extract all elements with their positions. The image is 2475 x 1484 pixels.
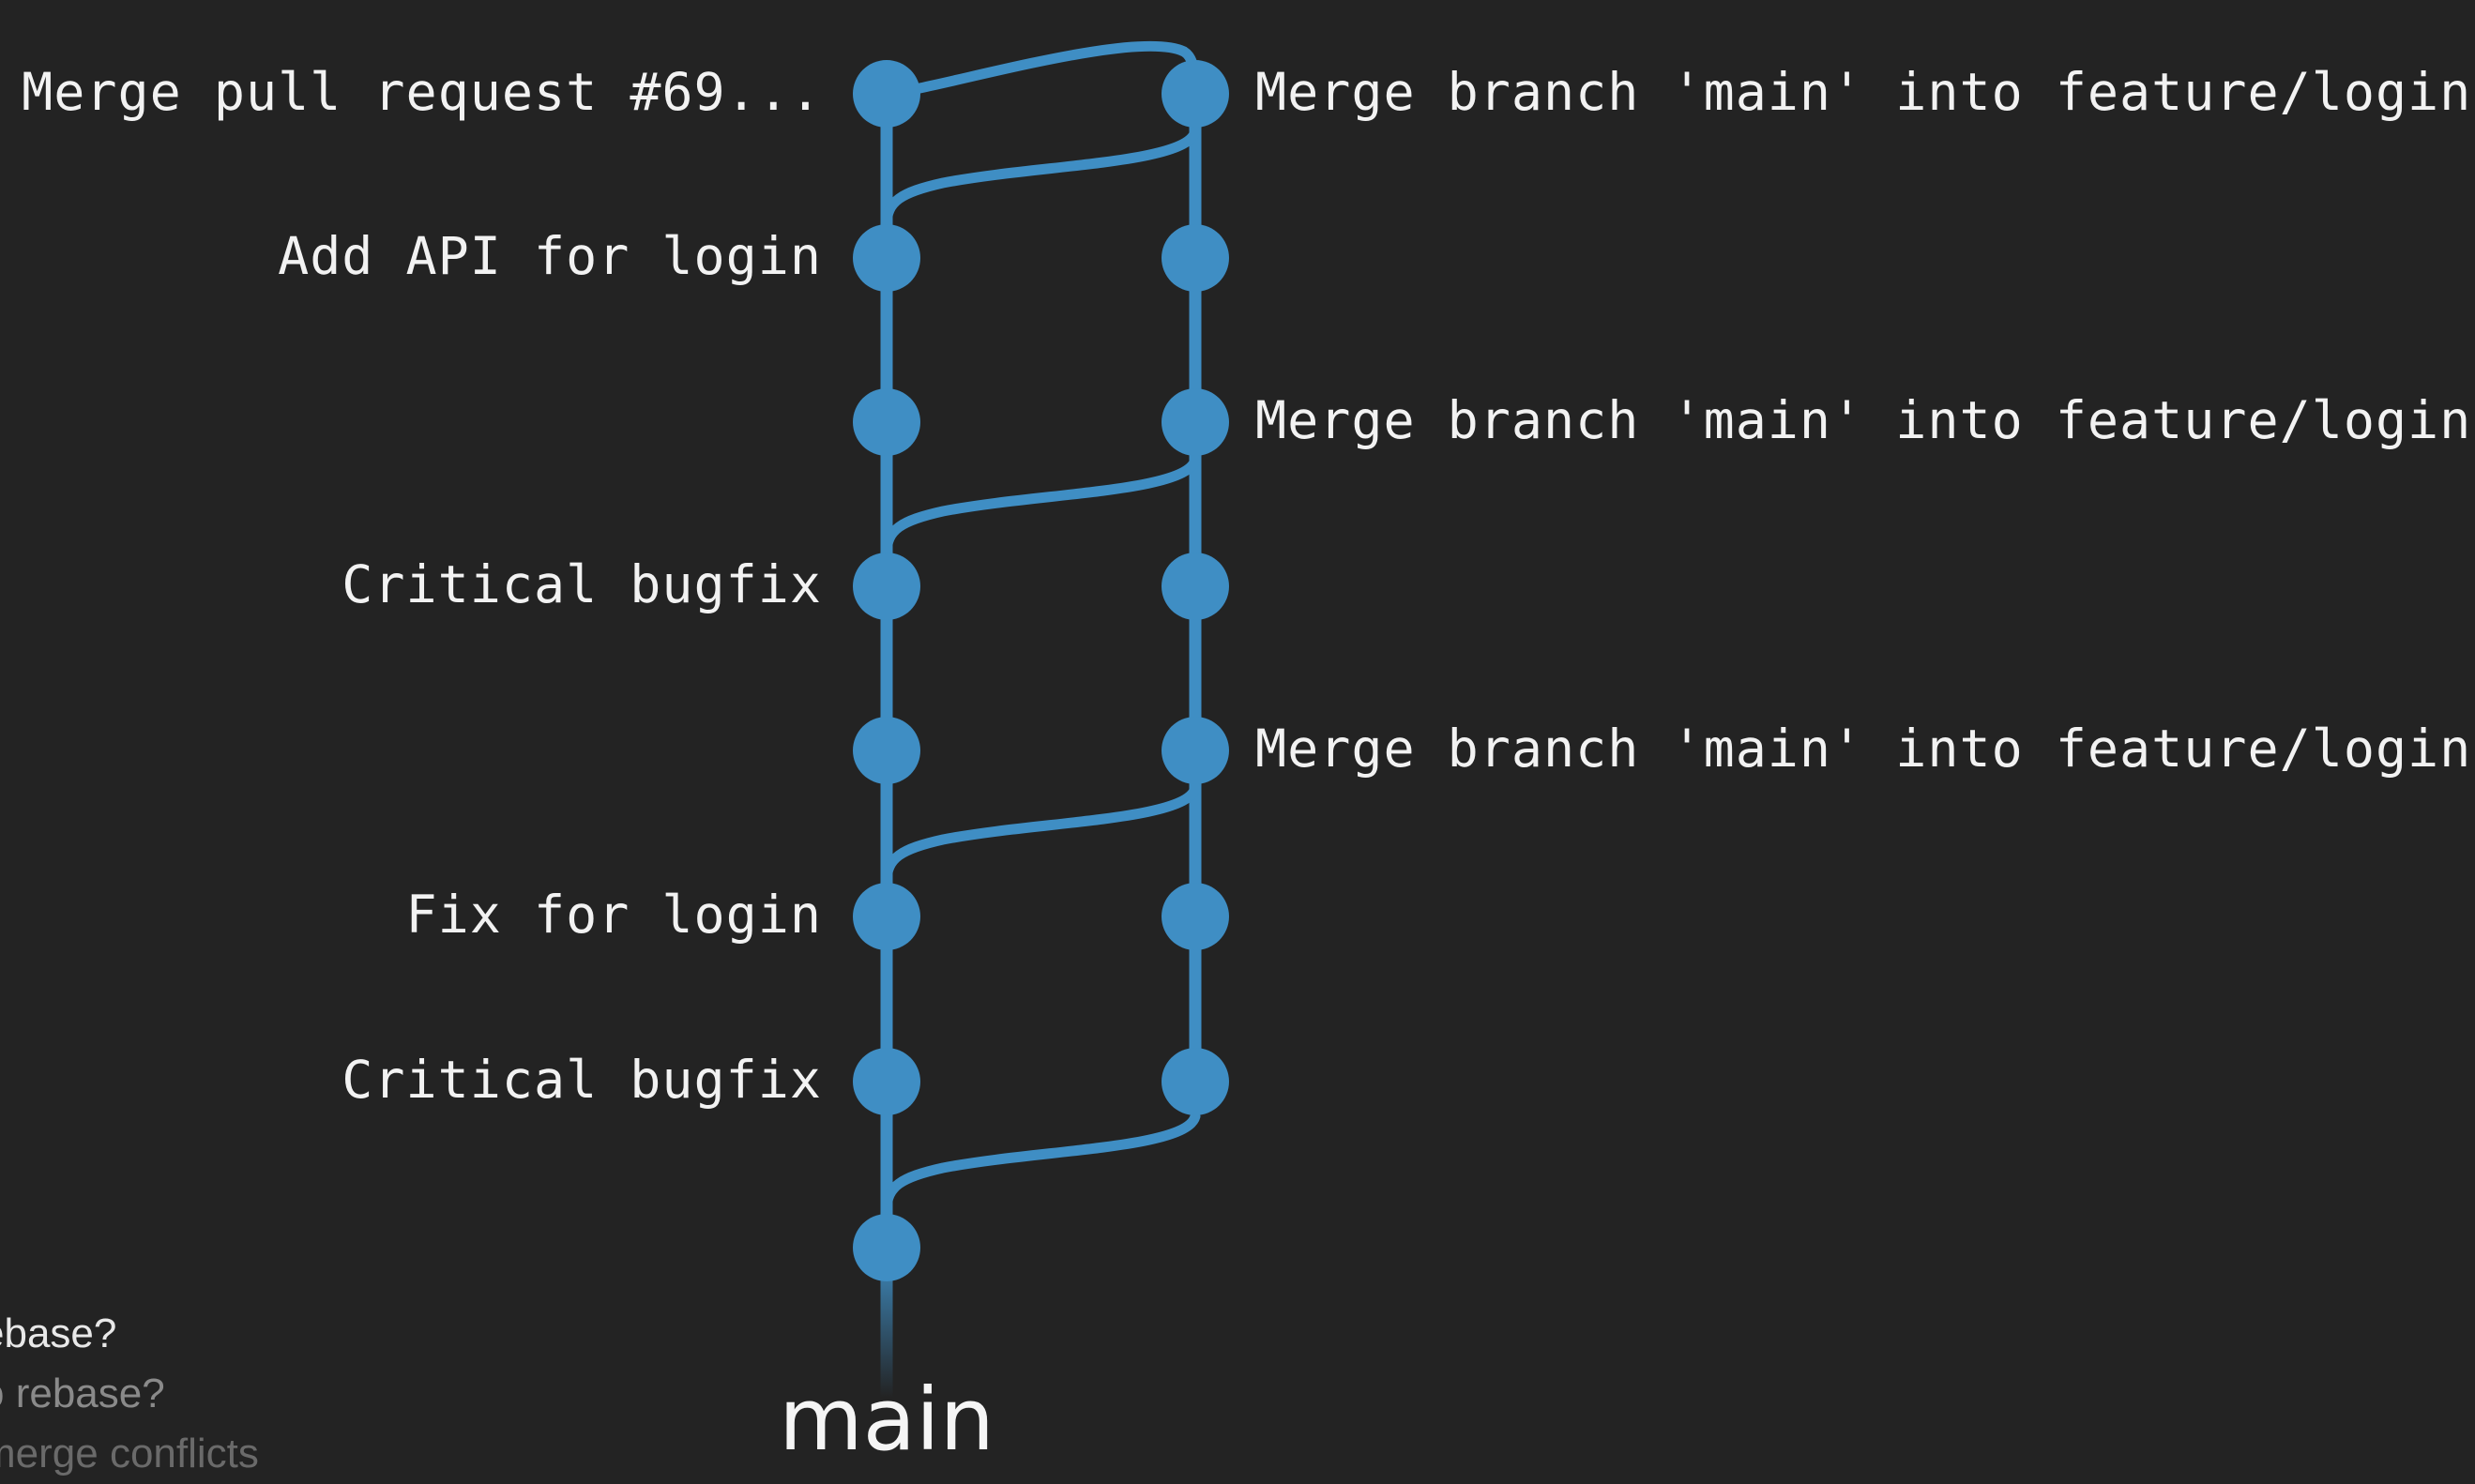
commit-node[interactable] — [1162, 883, 1229, 950]
commit-label-add-api: Add API for login — [278, 226, 822, 286]
branch-curve-1 — [881, 126, 1201, 231]
chapter-item[interactable]: o rebase? — [0, 1370, 165, 1416]
commit-node[interactable] — [1162, 553, 1229, 620]
commit-node[interactable] — [853, 883, 920, 950]
branch-label-main: main — [779, 1370, 995, 1456]
chapter-item[interactable]: ebase? — [0, 1310, 117, 1356]
commit-label-critical-bugfix-2: Critical bugfix — [342, 1050, 822, 1110]
commit-node[interactable] — [853, 60, 920, 128]
feature-commit-labels: Merge branch 'main' into feature/login M… — [1255, 62, 2471, 779]
commit-node[interactable] — [1162, 1048, 1229, 1115]
commit-node[interactable] — [853, 553, 920, 620]
commit-node[interactable] — [853, 224, 920, 292]
commit-label-merge-pr: Merge pull request #69... — [22, 62, 822, 122]
commit-node[interactable] — [1162, 717, 1229, 784]
commit-node[interactable] — [853, 1214, 920, 1281]
main-commits — [853, 60, 920, 1281]
branch-curve-3 — [881, 782, 1201, 887]
commit-node[interactable] — [853, 717, 920, 784]
commit-node[interactable] — [1162, 60, 1229, 128]
commit-label-merge-main-3: Merge branch 'main' into feature/login — [1255, 719, 2471, 779]
chapter-item[interactable]: merge conflicts — [0, 1431, 259, 1476]
commit-label-merge-main-2: Merge branch 'main' into feature/login — [1255, 390, 2471, 450]
merge-curve-pr — [881, 40, 1201, 99]
commit-label-critical-bugfix: Critical bugfix — [342, 554, 822, 614]
main-lane-tail — [880, 1248, 893, 1398]
main-commit-labels: Merge pull request #69... Add API for lo… — [22, 62, 822, 1110]
feature-commits — [1162, 60, 1229, 1115]
commit-node[interactable] — [853, 388, 920, 456]
commit-node[interactable] — [853, 1048, 920, 1115]
branch-curve-4 — [881, 1111, 1201, 1216]
commit-node[interactable] — [1162, 388, 1229, 456]
commit-node[interactable] — [1162, 224, 1229, 292]
commit-label-merge-main-1: Merge branch 'main' into feature/login — [1255, 62, 2471, 122]
commit-label-fix-login: Fix for login — [406, 885, 822, 945]
branch-curve-2 — [881, 454, 1201, 559]
chapter-list: ebase? o rebase? merge conflicts — [0, 1304, 259, 1484]
